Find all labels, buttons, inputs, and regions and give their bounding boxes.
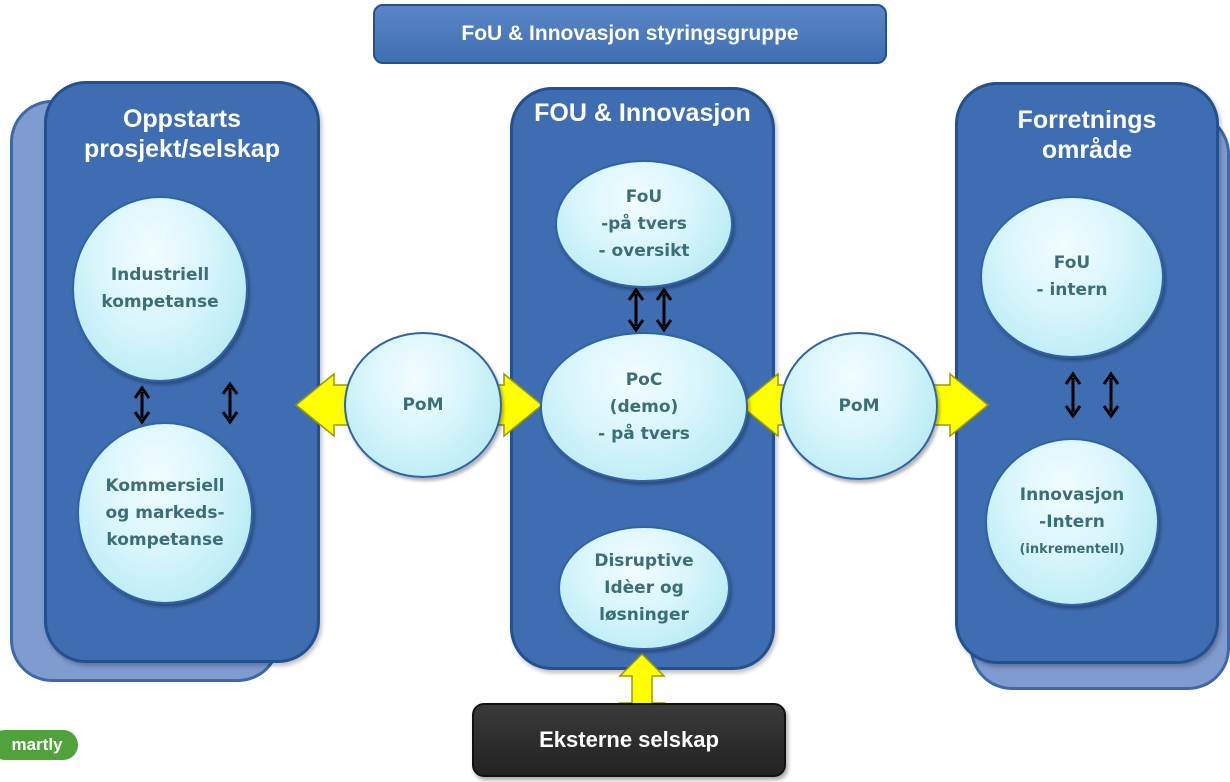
fou-cross-overview-bubble: FoU -på tvers - oversikt <box>555 160 733 288</box>
external-companies-box: Eksterne selskap <box>472 703 786 777</box>
innovation-intern-bubble: Innovasjon -Intern (inkrementell) <box>985 438 1159 606</box>
fou-intern-bubble: FoU - intern <box>980 196 1164 358</box>
right-panel-title: Forretnings område <box>1017 106 1157 164</box>
left-pom-bubble: PoM <box>344 332 502 478</box>
left-panel-title: Oppstarts prosjekt/selskap <box>84 105 280 163</box>
poc-demo-bubble: PoC (demo) - på tvers <box>540 332 748 482</box>
right-panel-updown-arrows <box>1064 371 1120 419</box>
smartly-logo: martly <box>0 730 78 760</box>
center-panel-title: FOU & Innovasjon <box>534 99 751 127</box>
incremental-label: (inkrementell) <box>1019 541 1125 557</box>
innovation-intern-label: Innovasjon -Intern <box>1019 484 1125 532</box>
center-panel-updown-arrows <box>627 287 673 333</box>
steering-group-title: FoU & Innovasjon styringsgruppe <box>373 4 887 64</box>
commercial-competence-bubble: Kommersiell og markeds- kompetanse <box>77 422 253 604</box>
disruptive-ideas-bubble: Disruptive Idèer og løsninger <box>558 526 730 650</box>
right-pom-bubble: PoM <box>780 332 938 480</box>
industrial-competence-bubble: Industriell kompetanse <box>72 196 248 382</box>
left-panel-updown-arrows <box>133 381 239 425</box>
